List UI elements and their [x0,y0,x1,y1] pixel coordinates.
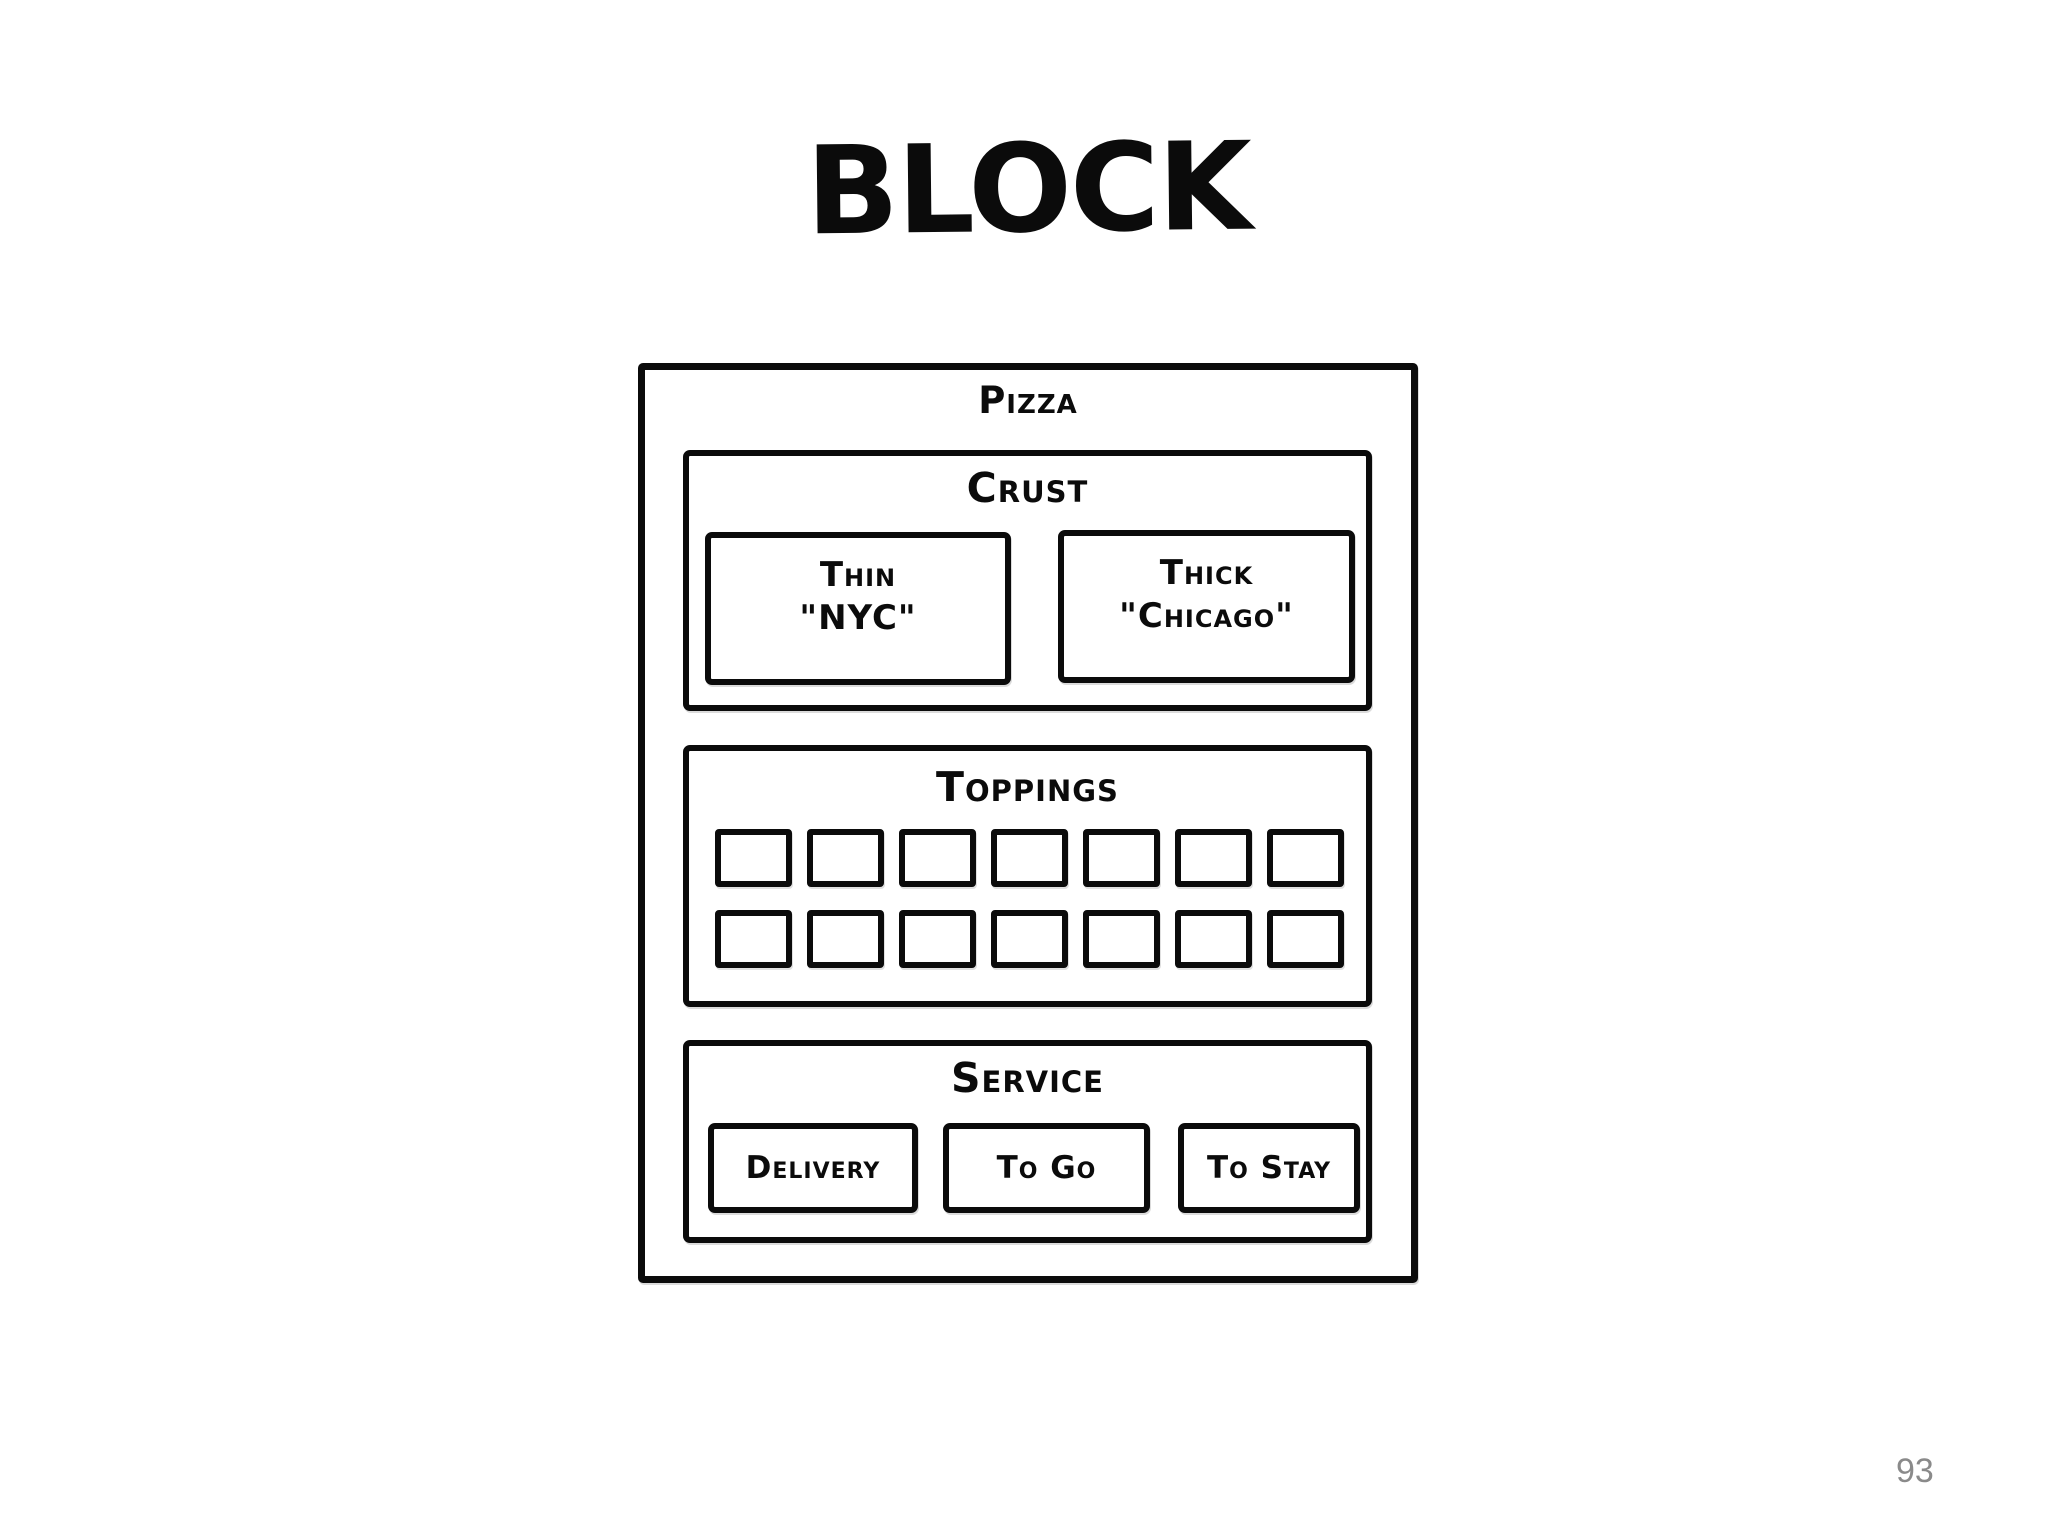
topping-checkbox [715,910,792,968]
pizza-block-label: Pizza [978,379,1078,422]
topping-checkbox [1175,829,1252,887]
crust-section: Crust Thin "NYC" Thick "Chicago" [683,450,1372,711]
crust-option-thick-line1: Thick [1159,553,1254,593]
topping-checkbox [899,910,976,968]
topping-checkbox [1267,910,1344,968]
service-section: Service Delivery To Go To Stay [683,1040,1372,1243]
topping-checkbox [1083,829,1160,887]
topping-checkbox [807,910,884,968]
crust-option-thick-line2: "Chicago" [1119,595,1294,636]
topping-checkbox [991,910,1068,968]
toppings-section: Toppings [683,745,1372,1007]
crust-option-thin: Thin "NYC" [705,532,1011,685]
service-option-delivery: Delivery [708,1123,918,1213]
topping-checkbox [715,829,792,887]
topping-checkbox [1083,910,1160,968]
toppings-grid [715,829,1344,968]
pizza-block: Pizza Crust Thin "NYC" Thick "Chicago" T… [638,363,1418,1283]
page-number: 93 [1896,1452,1934,1490]
topping-checkbox [899,829,976,887]
service-option-to-stay: To Stay [1178,1123,1360,1213]
toppings-section-label: Toppings [936,763,1119,811]
crust-section-label: Crust [966,464,1089,512]
service-option-to-go: To Go [943,1123,1150,1213]
topping-checkbox [1175,910,1252,968]
slide-title: BLOCK [805,115,1251,263]
crust-option-thin-line2: "NYC" [799,597,917,638]
service-section-label: Service [951,1054,1104,1102]
crust-option-thick: Thick "Chicago" [1058,530,1355,683]
topping-checkbox [1267,829,1344,887]
topping-checkbox [991,829,1068,887]
topping-checkbox [807,829,884,887]
crust-option-thin-line1: Thin [819,555,897,595]
